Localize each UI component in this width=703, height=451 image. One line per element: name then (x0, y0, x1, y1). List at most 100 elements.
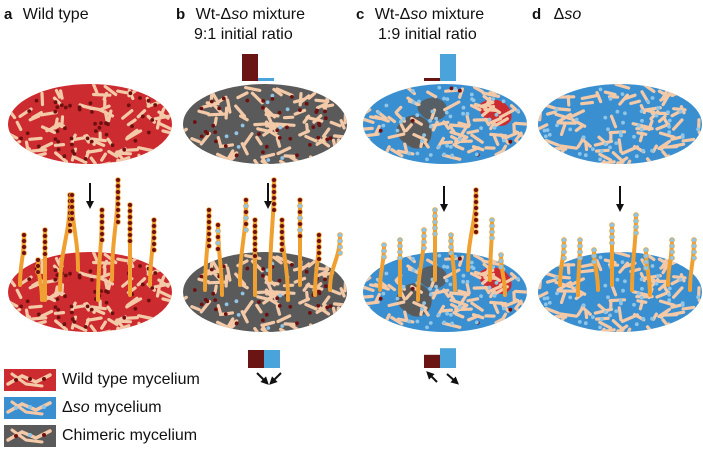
nucleus (678, 277, 683, 282)
nucleus (618, 299, 623, 303)
hypha (657, 139, 672, 151)
nucleus (266, 158, 271, 162)
hypha (559, 312, 579, 318)
nucleus (437, 85, 442, 90)
hypha (157, 121, 172, 132)
spore-nucleus (397, 255, 403, 261)
hypha (53, 143, 66, 147)
spore-nucleus (151, 247, 157, 253)
hypha (250, 91, 264, 105)
nucleus (458, 88, 462, 93)
nucleus (150, 118, 155, 122)
nucleus (667, 292, 671, 297)
hypha (275, 87, 294, 97)
hypha (8, 142, 15, 149)
hypha (215, 320, 228, 329)
nucleus (475, 320, 479, 325)
hypha (103, 84, 118, 97)
nucleus (457, 137, 462, 142)
hypha (390, 316, 404, 326)
nucleus (469, 260, 474, 265)
nucleus (323, 284, 328, 289)
swatch-nucleus (14, 406, 18, 410)
nucleus (615, 277, 620, 282)
spore-nucleus (252, 235, 258, 241)
spore-nucleus (609, 240, 615, 246)
nucleus (295, 153, 299, 158)
nucleus (261, 105, 265, 110)
hypha (580, 268, 594, 274)
nucleus (70, 310, 74, 315)
hypha (363, 126, 374, 132)
hypha (98, 272, 111, 280)
nucleus (146, 98, 151, 103)
hypha (501, 299, 520, 309)
hypha (103, 278, 109, 291)
hypha (136, 277, 147, 287)
hypha (8, 308, 22, 318)
nucleus (304, 101, 309, 106)
nucleus (492, 125, 497, 130)
panel-b-title-pre: Wt-Δ (195, 6, 232, 23)
nucleus (240, 291, 245, 296)
colony-c-top (363, 84, 527, 164)
spore-nucleus (127, 214, 133, 220)
spore-nucleus (42, 245, 48, 251)
nucleus (384, 103, 389, 108)
spore-nucleus (151, 235, 157, 241)
aerial-hypha (488, 218, 494, 282)
hypha (321, 127, 331, 138)
nucleus (97, 125, 102, 130)
nucleus (614, 141, 619, 145)
nucleus (277, 110, 282, 115)
spore-nucleus (99, 225, 105, 231)
hypha (574, 124, 585, 133)
nucleus (457, 305, 462, 310)
hypha (91, 92, 112, 97)
hypha (305, 115, 324, 123)
hypha (138, 253, 150, 263)
nucleus (68, 103, 72, 108)
chimeric-patch (417, 97, 448, 121)
hypha (617, 138, 623, 154)
panel-b-subtitle: 9:1 initial ratio (194, 26, 293, 43)
nucleus (55, 273, 60, 277)
hypha (213, 284, 218, 295)
nucleus (492, 293, 497, 298)
spore-nucleus (69, 192, 75, 198)
spore-nucleus (206, 213, 212, 219)
hypha (472, 285, 491, 290)
spore-nucleus (127, 202, 133, 208)
hypha (239, 114, 249, 122)
hypha (545, 110, 557, 116)
colony-b-bottom (183, 252, 347, 332)
nucleus (614, 309, 619, 313)
spore-nucleus (448, 232, 454, 238)
nucleus (104, 289, 108, 294)
hypha (331, 306, 338, 320)
hypha (315, 271, 327, 278)
nucleus (487, 285, 492, 290)
nucleus (214, 307, 218, 312)
hypha (363, 137, 371, 144)
nucleus (606, 295, 610, 300)
hypha (283, 322, 296, 327)
nucleus (63, 273, 68, 278)
nucleus (632, 134, 636, 139)
nucleus (696, 127, 700, 132)
spore-nucleus (448, 244, 454, 250)
nucleus (491, 97, 496, 101)
hypha (655, 290, 671, 299)
nucleus (444, 278, 449, 283)
spore-nucleus (316, 238, 322, 244)
panel-c-subtitle: 1:9 initial ratio (378, 26, 477, 43)
hypha (657, 282, 667, 291)
spore-nucleus (643, 247, 649, 253)
nucleus (261, 150, 265, 155)
nucleus (636, 123, 641, 128)
nucleus (641, 148, 646, 153)
hypha (100, 320, 107, 330)
nucleus (542, 128, 547, 133)
hypha (101, 329, 116, 332)
spore-nucleus (127, 226, 133, 232)
